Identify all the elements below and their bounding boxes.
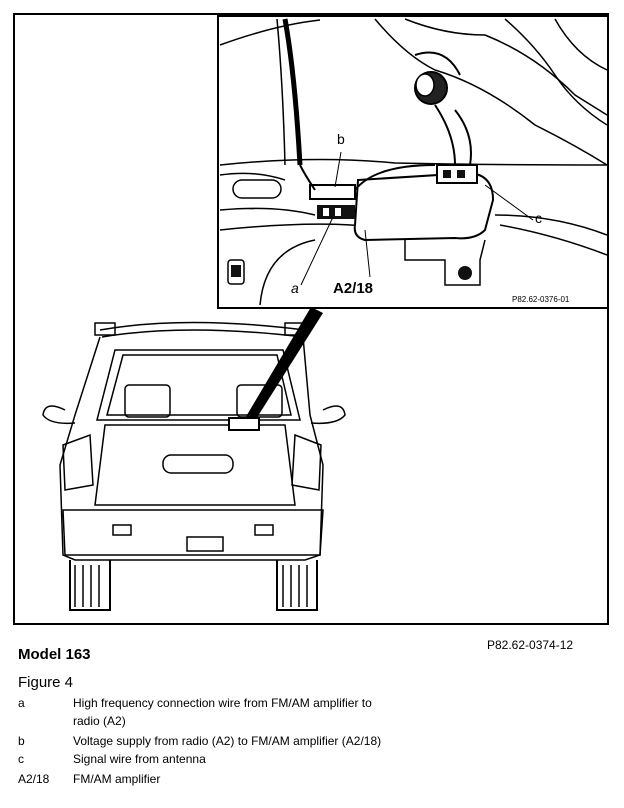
legend-description: radio (A2) bbox=[73, 714, 126, 728]
callout-a: a bbox=[291, 280, 299, 296]
legend-key: a bbox=[18, 696, 25, 710]
legend-item-a: a High frequency connection wire from FM… bbox=[18, 696, 608, 714]
legend: a High frequency connection wire from FM… bbox=[18, 696, 608, 790]
legend-item-a-continued: radio (A2) bbox=[18, 714, 608, 734]
vehicle-illustration: b a A2/18 c P82.62-0376-01 bbox=[42, 15, 609, 611]
legend-description: Signal wire from antenna bbox=[73, 752, 206, 766]
legend-description: High frequency connection wire from FM/A… bbox=[73, 696, 372, 710]
legend-key: b bbox=[18, 734, 25, 748]
legend-key: A2/18 bbox=[18, 772, 50, 786]
vehicle-rear bbox=[42, 321, 346, 611]
legend-item-c: c Signal wire from antenna bbox=[18, 752, 608, 772]
model-title: Model 163 bbox=[18, 646, 91, 663]
legend-description: Voltage supply from radio (A2) to FM/AM … bbox=[73, 734, 382, 748]
amplifier-location-marker bbox=[228, 417, 260, 431]
legend-key: c bbox=[18, 752, 24, 766]
inset-detail-view: b a A2/18 c P82.62-0376-01 bbox=[217, 15, 609, 309]
legend-item-a2-18: A2/18 FM/AM amplifier bbox=[18, 772, 608, 790]
figure-label: Figure 4 bbox=[18, 674, 74, 691]
inset-drawing-code: P82.62-0376-01 bbox=[512, 295, 570, 304]
figure-code: P82.62-0374-12 bbox=[487, 638, 574, 652]
legend-description: FM/AM amplifier bbox=[73, 772, 161, 786]
callout-a2-18: A2/18 bbox=[333, 280, 373, 297]
callout-c: c bbox=[535, 210, 542, 226]
callout-b: b bbox=[337, 131, 345, 147]
legend-item-b: b Voltage supply from radio (A2) to FM/A… bbox=[18, 734, 608, 752]
figure-frame: b a A2/18 c P82.62-0376-01 bbox=[13, 13, 609, 625]
